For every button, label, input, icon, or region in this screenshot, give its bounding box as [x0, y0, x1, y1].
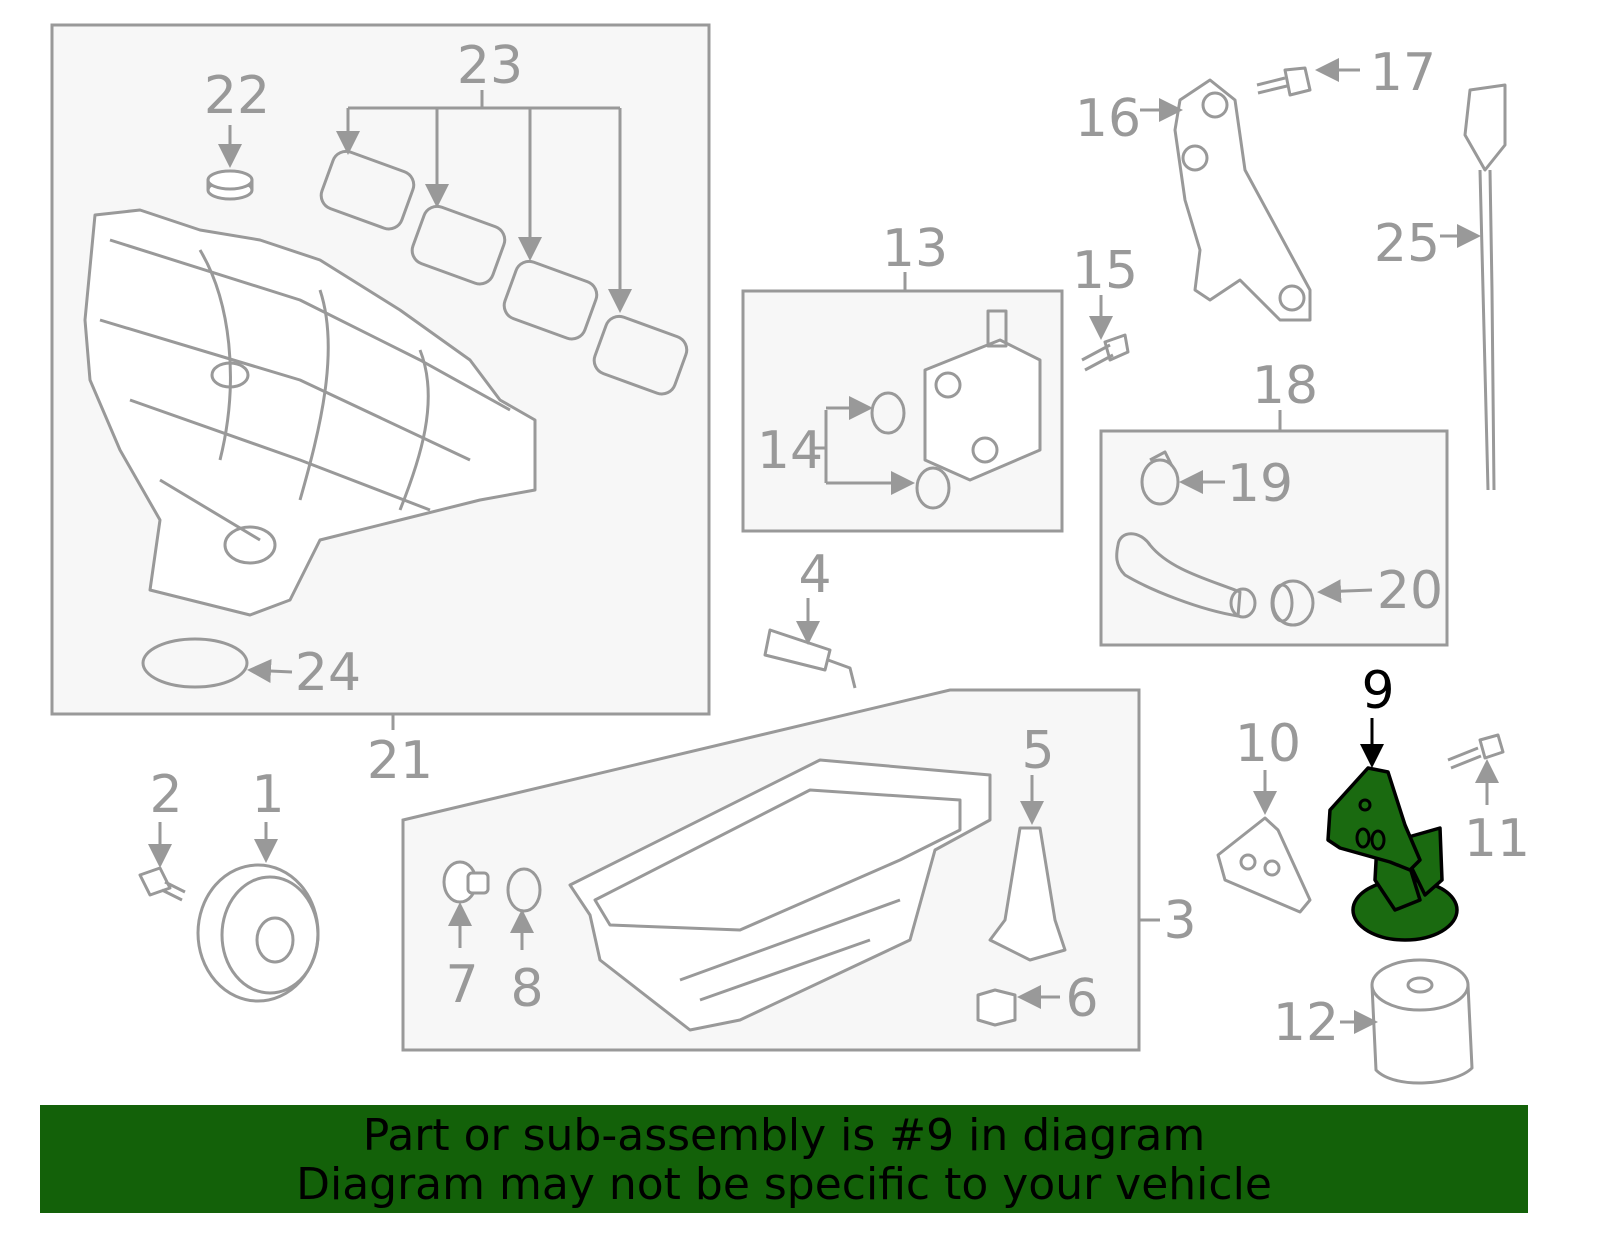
part-9-oil-filter-adapter[interactable]	[1326, 766, 1459, 942]
callout-12: 12	[1273, 993, 1339, 1053]
part-12-oil-filter[interactable]	[1370, 958, 1474, 1085]
callout-25: 25	[1374, 214, 1440, 274]
oil-pan-drawing[interactable]	[568, 758, 992, 1032]
callout-14: 14	[757, 421, 823, 481]
banner-line-1: Part or sub-assembly is #9 in diagram	[362, 1110, 1206, 1161]
leader-lines	[148, 58, 1499, 1034]
part-13-oil-cooler[interactable]	[870, 309, 1042, 510]
callout-8: 8	[510, 959, 543, 1019]
part-25-dipstick[interactable]	[1463, 83, 1507, 491]
part-19-clamp[interactable]	[1140, 450, 1180, 506]
callout-23: 23	[457, 36, 523, 96]
callout-9: 9	[1361, 661, 1394, 721]
callout-10: 10	[1235, 714, 1301, 774]
hose-drawing[interactable]	[1115, 532, 1257, 619]
callout-20: 20	[1377, 561, 1443, 621]
callout-6: 6	[1065, 969, 1098, 1029]
part-17-bolt[interactable]	[1256, 66, 1312, 97]
callout-19: 19	[1227, 454, 1293, 514]
callout-4: 4	[798, 545, 831, 605]
part-15-bolt[interactable]	[1081, 333, 1130, 372]
part-2-bolt[interactable]	[138, 866, 186, 902]
callout-11: 11	[1464, 809, 1530, 869]
banner-line-2: Diagram may not be specific to your vehi…	[296, 1159, 1272, 1210]
part-4-sensor[interactable]	[763, 628, 857, 689]
callout-1: 1	[251, 765, 284, 825]
callout-24: 24	[295, 643, 361, 703]
part-24-ring[interactable]	[141, 637, 249, 689]
part-7-drain-plug[interactable]	[442, 860, 490, 904]
callout-5: 5	[1021, 721, 1054, 781]
part-11-bolt[interactable]	[1447, 733, 1505, 770]
info-banner: Part or sub-assembly is #9 in diagram Di…	[40, 1105, 1528, 1213]
callout-18: 18	[1252, 356, 1318, 416]
part-5-pickup[interactable]	[988, 826, 1067, 962]
part-22-cap[interactable]	[206, 169, 254, 201]
intake-manifold-drawing[interactable]	[83, 208, 537, 617]
callout-2: 2	[149, 765, 182, 825]
callout-17: 17	[1370, 43, 1436, 103]
part-16-bracket[interactable]	[1173, 78, 1312, 322]
callout-22: 22	[204, 66, 270, 126]
hose-group-box	[1099, 429, 1449, 647]
callout-16: 16	[1075, 89, 1141, 149]
part-10-gasket[interactable]	[1216, 816, 1312, 914]
callout-15: 15	[1072, 241, 1138, 301]
callout-7: 7	[445, 955, 478, 1015]
part-20-clamp[interactable]	[1270, 579, 1315, 627]
part-1-pulley[interactable]	[196, 863, 320, 1003]
callout-13: 13	[882, 219, 948, 279]
part-23-gaskets[interactable]	[317, 147, 690, 397]
callout-21: 21	[367, 731, 433, 791]
part-6-plug[interactable]	[976, 988, 1017, 1027]
callout-3: 3	[1163, 891, 1196, 951]
